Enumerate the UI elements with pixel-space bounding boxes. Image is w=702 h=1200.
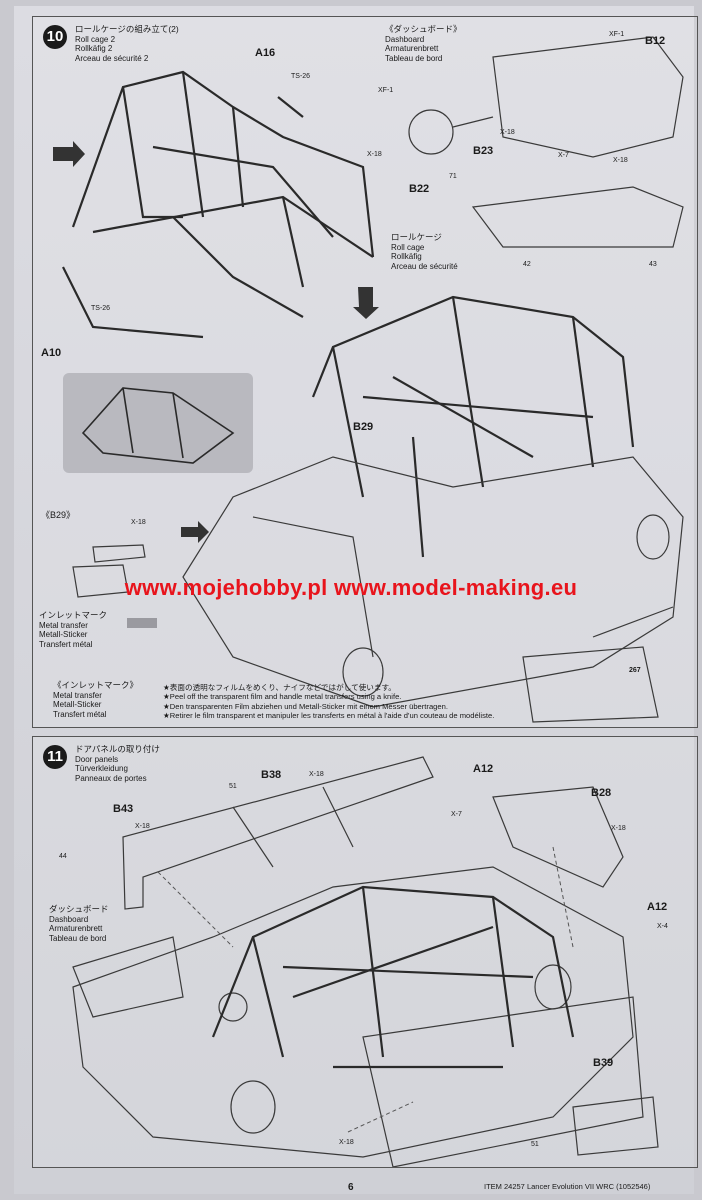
roll-cage-de: Rollkäfig xyxy=(391,252,422,261)
metal-note-fr: Transfert métal xyxy=(53,709,107,719)
decal-267: 267 xyxy=(629,667,641,674)
paint-x18-b43: X-18 xyxy=(135,823,150,830)
part-b43: B43 xyxy=(113,803,134,815)
b29-detail-title: 《B29》 xyxy=(41,510,76,520)
part-b29: B29 xyxy=(353,421,374,433)
part-b22: B22 xyxy=(409,183,430,195)
metal-transfer-swatch xyxy=(127,618,157,628)
part-b28: B28 xyxy=(591,787,612,799)
dashboard-jp: ダッシュボード xyxy=(49,904,109,914)
instruction-page: 10 ロールケージの組み立て(2) Roll cage 2 Rollkäfig … xyxy=(14,6,698,1194)
paint-x7: X-7 xyxy=(451,811,462,818)
paint-x18-b28: X-18 xyxy=(611,825,626,832)
note-line-4: ★Retirer le film transparent et manipule… xyxy=(163,710,495,720)
roll-cage-inset-drawing xyxy=(81,387,235,464)
dashboard-de: Armaturenbrett xyxy=(385,44,439,53)
step-10-title: ロールケージの組み立て(2) Roll cage 2 Rollkäfig 2 A… xyxy=(75,24,179,63)
paint-x18-bottom: X-18 xyxy=(339,1139,354,1146)
part-ts26-top: TS-26 xyxy=(291,73,311,80)
metal-transfer-de: Metall-Sticker xyxy=(39,630,88,639)
metal-transfer-legend: インレットマーク Metal transfer Metall-Sticker T… xyxy=(39,610,108,649)
part-b38: B38 xyxy=(261,769,282,781)
title-fr: Arceau de sécurité 2 xyxy=(75,53,149,63)
paint-x18-b: X-18 xyxy=(367,151,382,158)
title-en: Roll cage 2 xyxy=(75,34,116,44)
title-fr: Panneaux de portes xyxy=(75,773,147,783)
paint-xf1-b: XF-1 xyxy=(378,87,394,94)
title-de: Türverkleidung xyxy=(75,764,128,773)
part-a12-right: A12 xyxy=(647,901,668,913)
metal-note-jp: 《インレットマーク》 xyxy=(53,680,139,690)
title-jp: ドアパネルの取り付け xyxy=(75,744,160,754)
step-11-panel: 11 ドアパネルの取り付け Door panels Türverkleidung… xyxy=(32,736,698,1168)
dashboard-fr: Tableau de bord xyxy=(385,53,443,63)
part-a16: A16 xyxy=(255,47,276,59)
roll-cage-fr: Arceau de sécurité xyxy=(391,261,458,271)
part-a12-top: A12 xyxy=(473,763,494,775)
decal-43: 43 xyxy=(649,261,657,268)
step-11-title: ドアパネルの取り付け Door panels Türverkleidung Pa… xyxy=(75,744,160,783)
b29-x18: X-18 xyxy=(131,519,146,526)
dashboard-en: Dashboard xyxy=(385,34,425,44)
paint-xf1-a: XF-1 xyxy=(609,31,625,38)
part-b39: B39 xyxy=(593,1057,614,1069)
part-ts26-bottom: TS-26 xyxy=(91,305,111,312)
paint-x18-a: X-18 xyxy=(500,129,515,136)
watermark: www.mojehobby.pl www.model-making.eu xyxy=(124,575,578,600)
metal-note-de: Metall-Sticker xyxy=(53,700,102,709)
title-jp: ロールケージの組み立て(2) xyxy=(75,24,179,34)
paint-x7: X-7 xyxy=(558,152,569,159)
decal-71: 71 xyxy=(449,173,457,180)
title-en: Door panels xyxy=(75,754,119,764)
metal-note-heading: 《インレットマーク》 Metal transfer Metall-Sticker… xyxy=(53,680,139,719)
step-number: 11 xyxy=(43,745,67,769)
dashboard-jp: 《ダッシュボード》 xyxy=(385,24,462,34)
item-code: ITEM 24257 Lancer Evolution VII WRC (105… xyxy=(484,1182,651,1191)
decal-44: 44 xyxy=(59,853,67,860)
roll-cage-jp: ロールケージ xyxy=(391,232,442,242)
paint-x18-c: X-18 xyxy=(613,157,628,164)
paint-x18-top: X-18 xyxy=(309,771,324,778)
title-de: Rollkäfig 2 xyxy=(75,44,113,53)
note-line-2: ★Peel off the transparent film and handl… xyxy=(163,692,402,702)
dashboard-heading: 《ダッシュボード》 Dashboard Armaturenbrett Table… xyxy=(385,24,462,63)
part-b12: B12 xyxy=(645,35,666,47)
dashboard-fr: Tableau de bord xyxy=(49,933,107,943)
metal-transfer-jp: インレットマーク xyxy=(39,610,108,620)
step-10-panel: 10 ロールケージの組み立て(2) Roll cage 2 Rollkäfig … xyxy=(32,16,698,728)
door-panel-illustration xyxy=(72,756,659,1167)
step-number: 10 xyxy=(43,25,67,49)
note-line-3: ★Den transparenten Film abziehen und Met… xyxy=(163,701,448,711)
dashboard-de: Armaturenbrett xyxy=(49,924,103,933)
roll-cage-en: Roll cage xyxy=(391,242,425,252)
metal-note-en: Metal transfer xyxy=(53,690,102,700)
metal-transfer-fr: Transfert métal xyxy=(39,639,93,649)
decal-51-top: 51 xyxy=(229,783,237,790)
roll-cage-illustration xyxy=(53,36,684,723)
roll-cage-label: ロールケージ Roll cage Rollkäfig Arceau de séc… xyxy=(391,232,458,271)
page-number: 6 xyxy=(348,1182,354,1193)
part-a10: A10 xyxy=(41,347,62,359)
metal-note-instructions: ★表面の透明なフィルムをめくり、ナイフなどではがして使います。 ★Peel of… xyxy=(163,683,573,720)
part-b23: B23 xyxy=(473,145,494,157)
metal-transfer-en: Metal transfer xyxy=(39,620,88,630)
paint-x4: X-4 xyxy=(657,923,668,930)
note-line-1: ★表面の透明なフィルムをめくり、ナイフなどではがして使います。 xyxy=(163,683,396,692)
dashboard-label: ダッシュボード Dashboard Armaturenbrett Tableau… xyxy=(49,904,109,943)
decal-51-bottom: 51 xyxy=(531,1141,539,1148)
decal-42: 42 xyxy=(523,261,531,268)
roll-cage-inset xyxy=(63,373,253,473)
dashboard-en: Dashboard xyxy=(49,914,89,924)
